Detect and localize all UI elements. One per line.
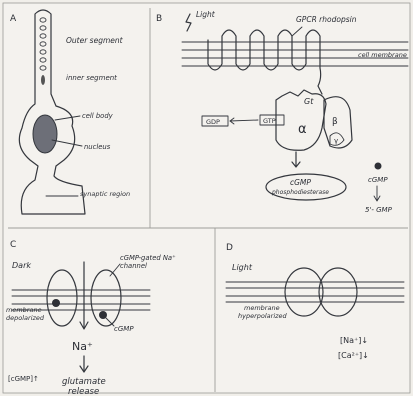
cgmp-pde-label-line1: cGMP xyxy=(290,178,311,187)
light-d-label: Light xyxy=(232,263,253,272)
five-gmp-label: 5'- GMP xyxy=(365,206,393,214)
cell-body-label: cell body xyxy=(82,112,114,120)
cgmp-up-label: [cGMP]↑ xyxy=(8,375,39,383)
gtp-label: GTP xyxy=(263,117,276,125)
nucleus xyxy=(33,115,57,153)
membrane-hyperpolarized-line1: membrane xyxy=(244,304,280,312)
light-label: Light xyxy=(196,10,216,19)
panel-a-letter: A xyxy=(10,14,17,24)
beta-label: β xyxy=(332,117,338,127)
membrane-hyperpolarized-line2: hyperpolarized xyxy=(238,312,288,320)
outer-segment-label: Outer segment xyxy=(66,36,124,45)
membrane-depolarized-line1: membrane xyxy=(6,306,42,314)
panel-c-letter: C xyxy=(10,240,16,250)
gpcr-label: GPCR rhodopsin xyxy=(296,15,357,24)
ca-down-label: [Ca²⁺]↓ xyxy=(338,351,369,360)
channel-label-line2: channel xyxy=(120,262,147,270)
inner-segment-label: inner segment xyxy=(66,74,117,82)
gamma-label: γ xyxy=(334,137,338,145)
inner-segment-organelle xyxy=(41,75,45,85)
glutamate-label-line1: glutamate xyxy=(62,377,106,387)
nucleus-label: nucleus xyxy=(84,143,111,151)
cell-membrane-label: cell membrane xyxy=(358,51,407,59)
synaptic-region-label: synaptic region xyxy=(80,190,130,198)
glutamate-label-line2: release xyxy=(68,387,99,396)
cgmp-pde-label-line2: phosphodiesterase xyxy=(271,189,329,196)
paper-frame xyxy=(3,3,410,393)
panel-b-letter: B xyxy=(156,14,162,24)
cgmp-molecule-icon xyxy=(375,163,382,170)
channel-label-line1: cGMP-gated Na⁺ xyxy=(120,254,176,262)
na-down-label: [Na⁺]↓ xyxy=(340,336,368,345)
panel-d-letter: D xyxy=(226,243,233,253)
gt-label: Gt xyxy=(304,97,314,106)
dark-label: Dark xyxy=(12,261,31,270)
gdp-label: GDP xyxy=(206,118,220,126)
cgmp-bound-left-icon xyxy=(52,299,60,307)
alpha-label: α xyxy=(298,122,307,137)
cgmp-c-label: cGMP xyxy=(114,325,134,333)
na-label: Na⁺ xyxy=(72,340,93,353)
cgmp-label: cGMP xyxy=(368,176,388,184)
membrane-depolarized-line2: depolarized xyxy=(6,314,45,322)
